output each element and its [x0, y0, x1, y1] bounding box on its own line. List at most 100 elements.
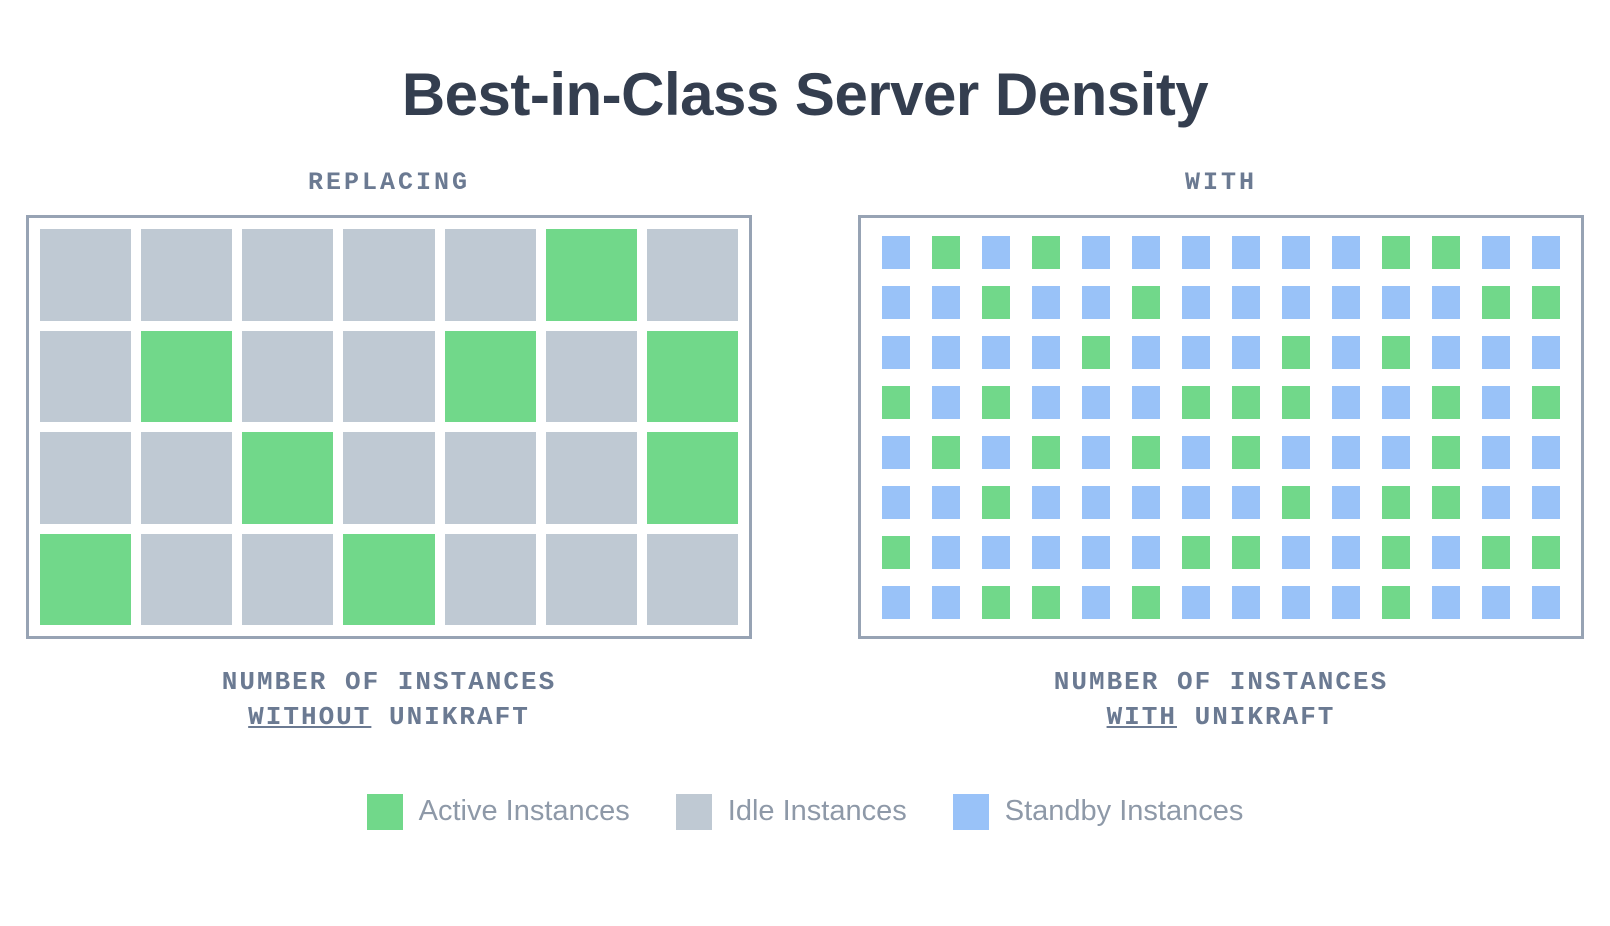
instance-cell-standby — [1131, 535, 1160, 569]
instance-cell-active — [1232, 385, 1261, 419]
instance-cell-standby — [1432, 585, 1461, 619]
instance-cell-idle — [242, 533, 334, 626]
instance-cell-standby — [1332, 585, 1361, 619]
instance-cell-active — [881, 385, 910, 419]
instance-cell-active — [881, 535, 910, 569]
instance-cell-standby — [1332, 285, 1361, 319]
instance-cell-standby — [881, 335, 910, 369]
caption-emphasis-with: WITH — [1106, 702, 1177, 733]
legend-label-standby: Standby Instances — [1004, 795, 1244, 828]
instance-cell-idle — [343, 330, 435, 423]
instance-cell-active — [981, 485, 1010, 519]
instance-cell-standby — [1232, 285, 1261, 319]
instance-grid-without-unikraft — [26, 215, 752, 640]
instance-cell-active — [1081, 335, 1110, 369]
legend-label-active: Active Instances — [418, 795, 630, 828]
instance-cell-active — [1382, 335, 1411, 369]
legend-swatch-idle-icon — [675, 793, 712, 830]
instance-cell-active — [1131, 435, 1160, 469]
instance-cell-standby — [1232, 485, 1261, 519]
instance-cell-idle — [545, 432, 637, 524]
instance-cell-idle — [141, 432, 233, 524]
instance-cell-idle — [444, 432, 536, 524]
instance-cell-standby — [1532, 485, 1561, 519]
instance-cell-standby — [1181, 585, 1210, 619]
instance-cell-standby — [1031, 335, 1060, 369]
instance-cell-idle — [141, 229, 233, 321]
instance-cell-standby — [1382, 285, 1411, 319]
instance-cell-standby — [1181, 435, 1210, 469]
instance-cell-active — [1181, 385, 1210, 419]
instance-cell-active — [141, 330, 233, 423]
legend-swatch-active-icon — [366, 793, 403, 830]
instance-cell-idle — [444, 229, 536, 321]
instance-cell-standby — [1382, 435, 1411, 469]
instance-cell-standby — [1332, 535, 1361, 569]
instance-cell-standby — [1181, 485, 1210, 519]
instance-cell-active — [981, 285, 1010, 319]
instance-cell-active — [1482, 535, 1511, 569]
instance-cell-standby — [1482, 335, 1511, 369]
instance-cell-idle — [40, 432, 132, 524]
instance-cell-standby — [1181, 335, 1210, 369]
instance-cell-standby — [931, 535, 960, 569]
instance-cell-idle — [343, 229, 435, 321]
instance-cell-active — [1432, 235, 1461, 269]
instance-cell-standby — [1282, 235, 1311, 269]
instance-cell-active — [981, 385, 1010, 419]
instance-cell-standby — [1282, 285, 1311, 319]
instance-cell-idle — [545, 330, 637, 423]
legend-item-active: Active Instances — [366, 793, 630, 830]
instance-cell-active — [646, 330, 738, 423]
instance-cell-standby — [931, 285, 960, 319]
instance-cell-standby — [1482, 585, 1511, 619]
instance-cell-standby — [1081, 485, 1110, 519]
instance-cell-standby — [1332, 435, 1361, 469]
panel-caption-with: NUMBER OF INSTANCES WITH UNIKRAFT — [1054, 665, 1388, 735]
instance-cell-active — [1432, 435, 1461, 469]
instance-cell-active — [1031, 435, 1060, 469]
instance-cell-standby — [981, 535, 1010, 569]
instance-cell-standby — [1382, 385, 1411, 419]
instance-cell-standby — [1332, 335, 1361, 369]
instance-cell-standby — [1131, 235, 1160, 269]
instance-cell-active — [1482, 285, 1511, 319]
instance-cell-active — [242, 432, 334, 524]
instance-cell-active — [646, 432, 738, 524]
instance-cell-standby — [881, 585, 910, 619]
instance-cell-standby — [1532, 435, 1561, 469]
caption-line-2: WITHOUT UNIKRAFT — [222, 700, 556, 735]
instance-cell-active — [1232, 535, 1261, 569]
instance-cell-active — [1532, 285, 1561, 319]
instance-grid-with-unikraft — [858, 215, 1584, 640]
instance-cell-standby — [1232, 585, 1261, 619]
instance-cell-standby — [1532, 235, 1561, 269]
instance-cell-standby — [1432, 285, 1461, 319]
panel-with: WITH NUMBER OF INSTANCES WITH UNIKRAFT — [858, 168, 1584, 735]
instance-cell-active — [444, 330, 536, 423]
instance-cell-standby — [881, 485, 910, 519]
instance-cell-standby — [1332, 235, 1361, 269]
instance-cell-standby — [1432, 335, 1461, 369]
instance-cell-standby — [1131, 485, 1160, 519]
instance-cell-standby — [1532, 585, 1561, 619]
instance-cell-active — [1532, 385, 1561, 419]
instance-cell-active — [1282, 335, 1311, 369]
instance-cell-idle — [40, 330, 132, 423]
instance-cell-active — [981, 585, 1010, 619]
instance-cell-standby — [1232, 235, 1261, 269]
instance-cell-standby — [931, 335, 960, 369]
instance-cell-active — [1232, 435, 1261, 469]
instance-cell-standby — [881, 435, 910, 469]
instance-cell-standby — [1031, 385, 1060, 419]
instance-cell-idle — [141, 533, 233, 626]
instance-cell-standby — [1081, 385, 1110, 419]
instance-cell-standby — [1482, 235, 1511, 269]
instance-cell-idle — [343, 432, 435, 524]
instance-cell-standby — [881, 285, 910, 319]
instance-cell-standby — [1031, 485, 1060, 519]
instance-cell-idle — [242, 330, 334, 423]
panel-caption-without: NUMBER OF INSTANCES WITHOUT UNIKRAFT — [222, 665, 556, 735]
instance-cell-active — [343, 533, 435, 626]
comparison-panels: REPLACING NUMBER OF INSTANCES WITHOUT UN… — [0, 168, 1610, 735]
